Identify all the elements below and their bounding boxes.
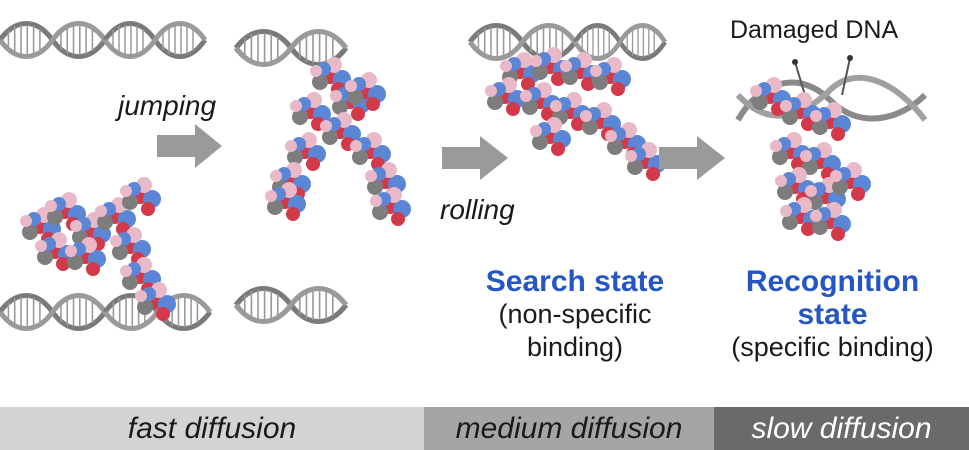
dna-helix-bottom-middle (236, 289, 346, 322)
search-state-title: Search state (485, 265, 665, 298)
recognition-state-block: Recognition state (specific binding) (700, 265, 965, 364)
dna-helix-top-right (470, 26, 665, 59)
arrow-jumping (157, 124, 222, 168)
diffusion-bar-fast: fast diffusion (0, 407, 424, 450)
diffusion-bar-medium: medium diffusion (424, 407, 714, 450)
label-damaged-dna: Damaged DNA (730, 16, 899, 44)
recognition-state-sub: (specific binding) (731, 332, 934, 362)
diffusion-label-medium: medium diffusion (455, 411, 683, 445)
diffusion-label-slow: slow diffusion (751, 411, 932, 445)
dna-helix-top-left (0, 24, 205, 57)
diffusion-label-fast: fast diffusion (127, 411, 297, 445)
search-state-line1: (non-specific (498, 299, 652, 329)
arrow-rolling (442, 136, 508, 180)
arrow-recognition (659, 136, 725, 180)
protein-search-state (485, 47, 666, 181)
label-jumping: jumping (118, 90, 217, 121)
recognition-state-title-1: Recognition (745, 265, 920, 298)
protein-rolling-middle (265, 57, 411, 226)
search-state-block: Search state (non-specific binding) (460, 265, 690, 364)
diffusion-bar-slow: slow diffusion (714, 407, 969, 450)
label-rolling: rolling (440, 194, 515, 225)
protein-recognition-state (750, 77, 871, 241)
recognition-state-title-2: state (797, 298, 868, 331)
dna-helix-bottom-left (0, 296, 210, 329)
search-state-line2: binding) (526, 332, 624, 362)
